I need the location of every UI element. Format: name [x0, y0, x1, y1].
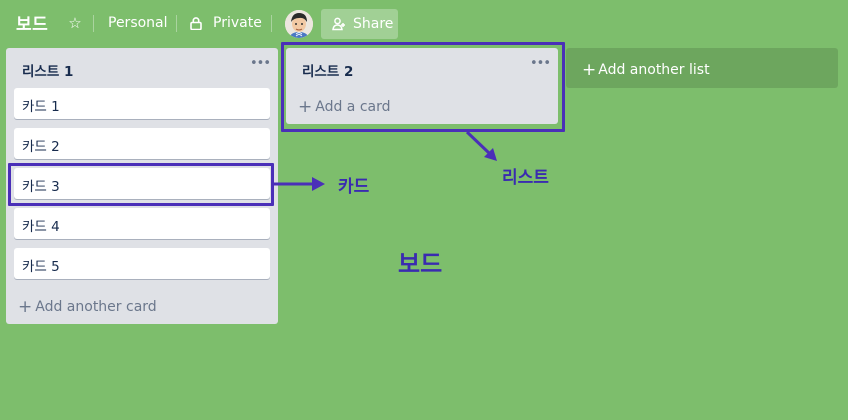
board-annotation-label: 보드	[398, 250, 443, 278]
add-card-button[interactable]: +Add a card	[298, 96, 391, 117]
star-icon[interactable]: ☆	[68, 14, 82, 32]
add-list-label: Add another list	[598, 62, 710, 78]
card-annotation-label: 카드	[338, 177, 370, 197]
card[interactable]: 카드 2	[14, 128, 270, 159]
card[interactable]: 카드 1	[14, 88, 270, 119]
card-title: 카드 1	[22, 99, 60, 115]
list-title[interactable]: 리스트 2	[302, 64, 354, 80]
list-2: 리스트 2 ••• +Add a card	[286, 48, 558, 124]
lock-icon	[190, 17, 202, 30]
list-1: 리스트 1 ••• 카드 1 카드 2 카드 3 카드 4 카드 5 +Add …	[6, 48, 278, 324]
list-annotation-label: 리스트	[502, 168, 549, 188]
card-title: 카드 2	[22, 139, 60, 155]
card[interactable]: 카드 3	[14, 168, 270, 199]
share-label: Share	[353, 16, 394, 32]
card[interactable]: 카드 5	[14, 248, 270, 279]
card-title: 카드 4	[22, 219, 60, 235]
header-divider	[176, 15, 177, 32]
share-button[interactable]: Share	[321, 9, 398, 39]
team-personal-button[interactable]: Personal	[108, 15, 168, 31]
visibility-label: Private	[213, 15, 262, 31]
member-avatar[interactable]	[285, 10, 313, 38]
plus-icon: +	[18, 297, 33, 317]
list-menu-icon[interactable]: •••	[250, 56, 271, 71]
header-divider	[93, 15, 94, 32]
header-divider	[271, 15, 272, 32]
card-highlight-box	[8, 163, 274, 206]
board-title[interactable]: 보드	[16, 15, 49, 35]
board-header: 보드 ☆ Personal Private Share	[0, 0, 848, 48]
list-highlight-box	[281, 42, 565, 132]
plus-icon: +	[298, 97, 313, 117]
plus-icon: +	[582, 60, 597, 80]
list-menu-icon[interactable]: •••	[530, 56, 551, 71]
list-title[interactable]: 리스트 1	[22, 64, 74, 80]
add-card-label: Add another card	[35, 299, 157, 315]
card-title: 카드 5	[22, 259, 60, 275]
card-title: 카드 3	[22, 179, 60, 195]
add-person-icon	[332, 17, 345, 31]
card[interactable]: 카드 4	[14, 208, 270, 239]
add-card-label: Add a card	[315, 99, 391, 115]
add-card-button[interactable]: +Add another card	[18, 296, 157, 317]
add-list-button[interactable]: +Add another list	[566, 48, 838, 88]
